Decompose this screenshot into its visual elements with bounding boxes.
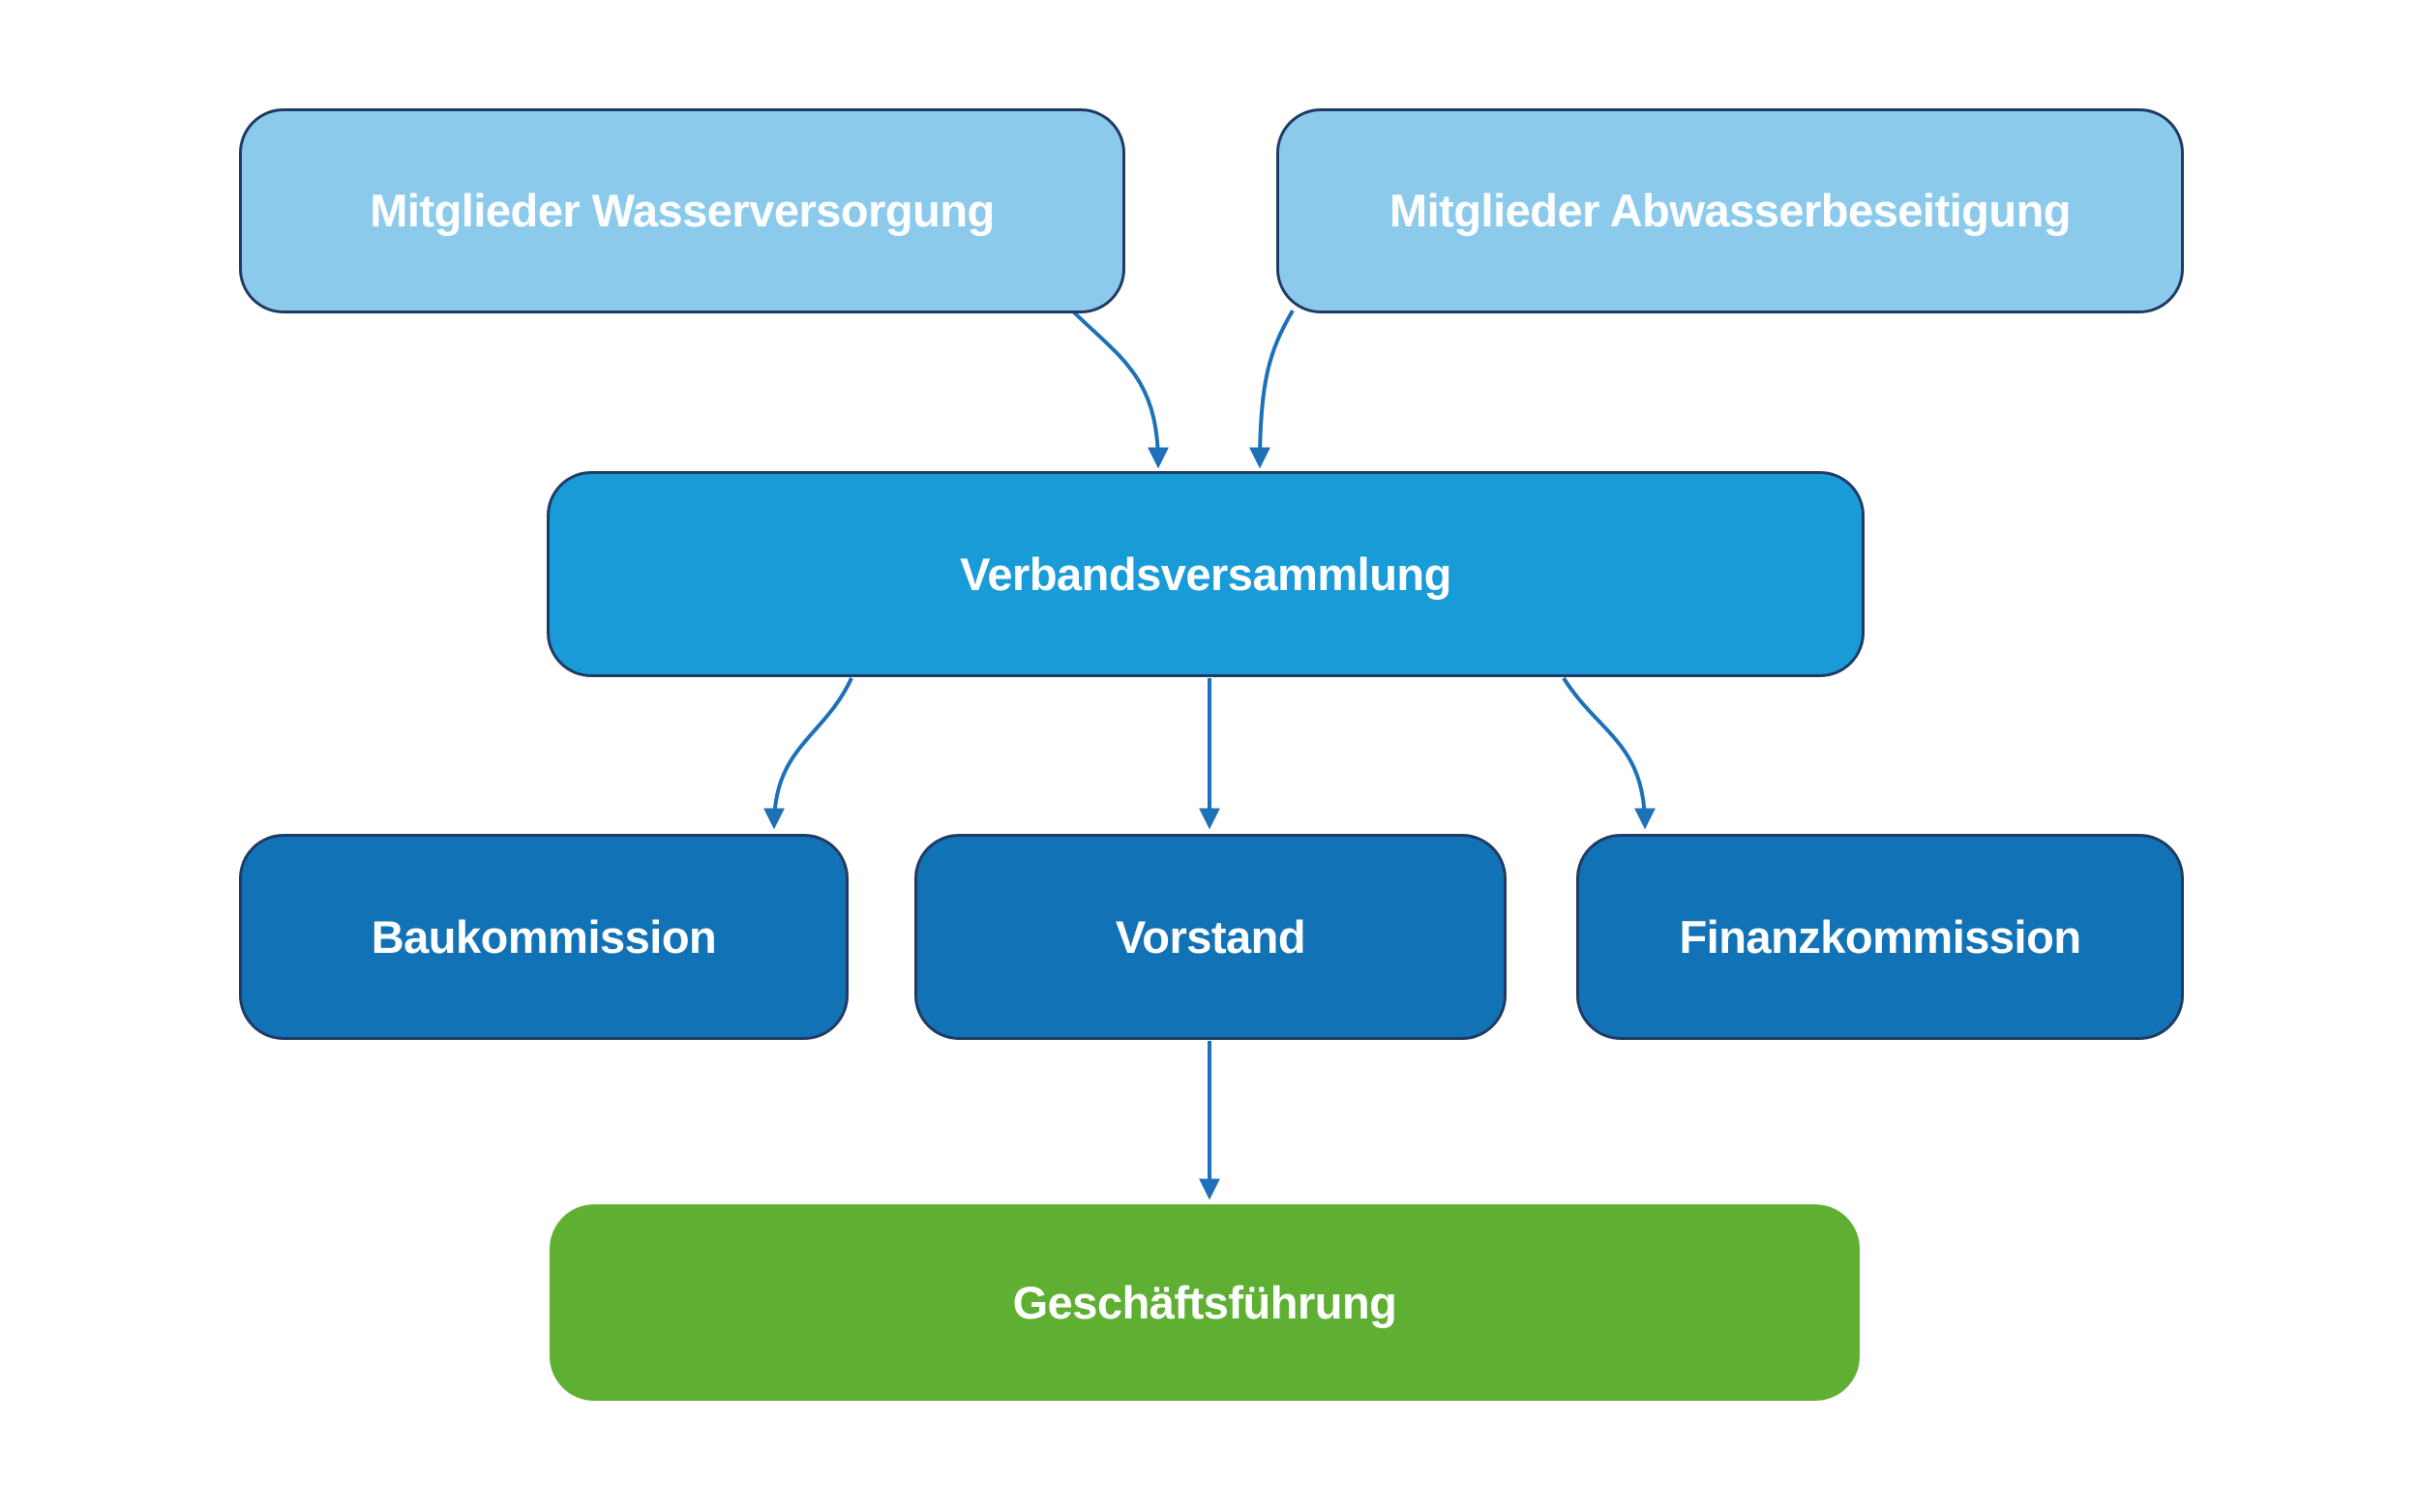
node-geschaeftsfuehrung: Geschäftsführung bbox=[550, 1204, 1860, 1401]
node-label-verbandsversammlung: Verbandsversammlung bbox=[960, 548, 1451, 600]
node-label-baukommission: Baukommission bbox=[371, 910, 717, 963]
node-finanzkommission: Finanzkommission bbox=[1576, 834, 2184, 1040]
node-vorstand: Vorstand bbox=[914, 834, 1507, 1040]
node-label-vorstand: Vorstand bbox=[1115, 910, 1306, 963]
node-mitglieder-abwasserbeseitigung: Mitglieder Abwasserbeseitigung bbox=[1276, 108, 2184, 313]
node-verbandsversammlung: Verbandsversammlung bbox=[547, 471, 1865, 677]
edge-wasserversorgung-to-verbandsversammlung bbox=[1070, 309, 1169, 469]
edge-abwasserbeseitigung-to-verbandsversammlung bbox=[1249, 309, 1295, 469]
node-label-finanzkommission: Finanzkommission bbox=[1679, 910, 2081, 963]
node-label-geschaeftsfuehrung: Geschäftsführung bbox=[1012, 1276, 1397, 1328]
node-label-mitglieder-wasserversorgung: Mitglieder Wasserversorgung bbox=[370, 185, 995, 237]
edge-verbandsversammlung-to-baukommission bbox=[763, 677, 853, 830]
node-baukommission: Baukommission bbox=[239, 834, 849, 1040]
node-mitglieder-wasserversorgung: Mitglieder Wasserversorgung bbox=[239, 108, 1125, 313]
edge-verbandsversammlung-to-finanzkommission bbox=[1562, 676, 1656, 830]
node-label-mitglieder-abwasserbeseitigung: Mitglieder Abwasserbeseitigung bbox=[1389, 185, 2072, 237]
